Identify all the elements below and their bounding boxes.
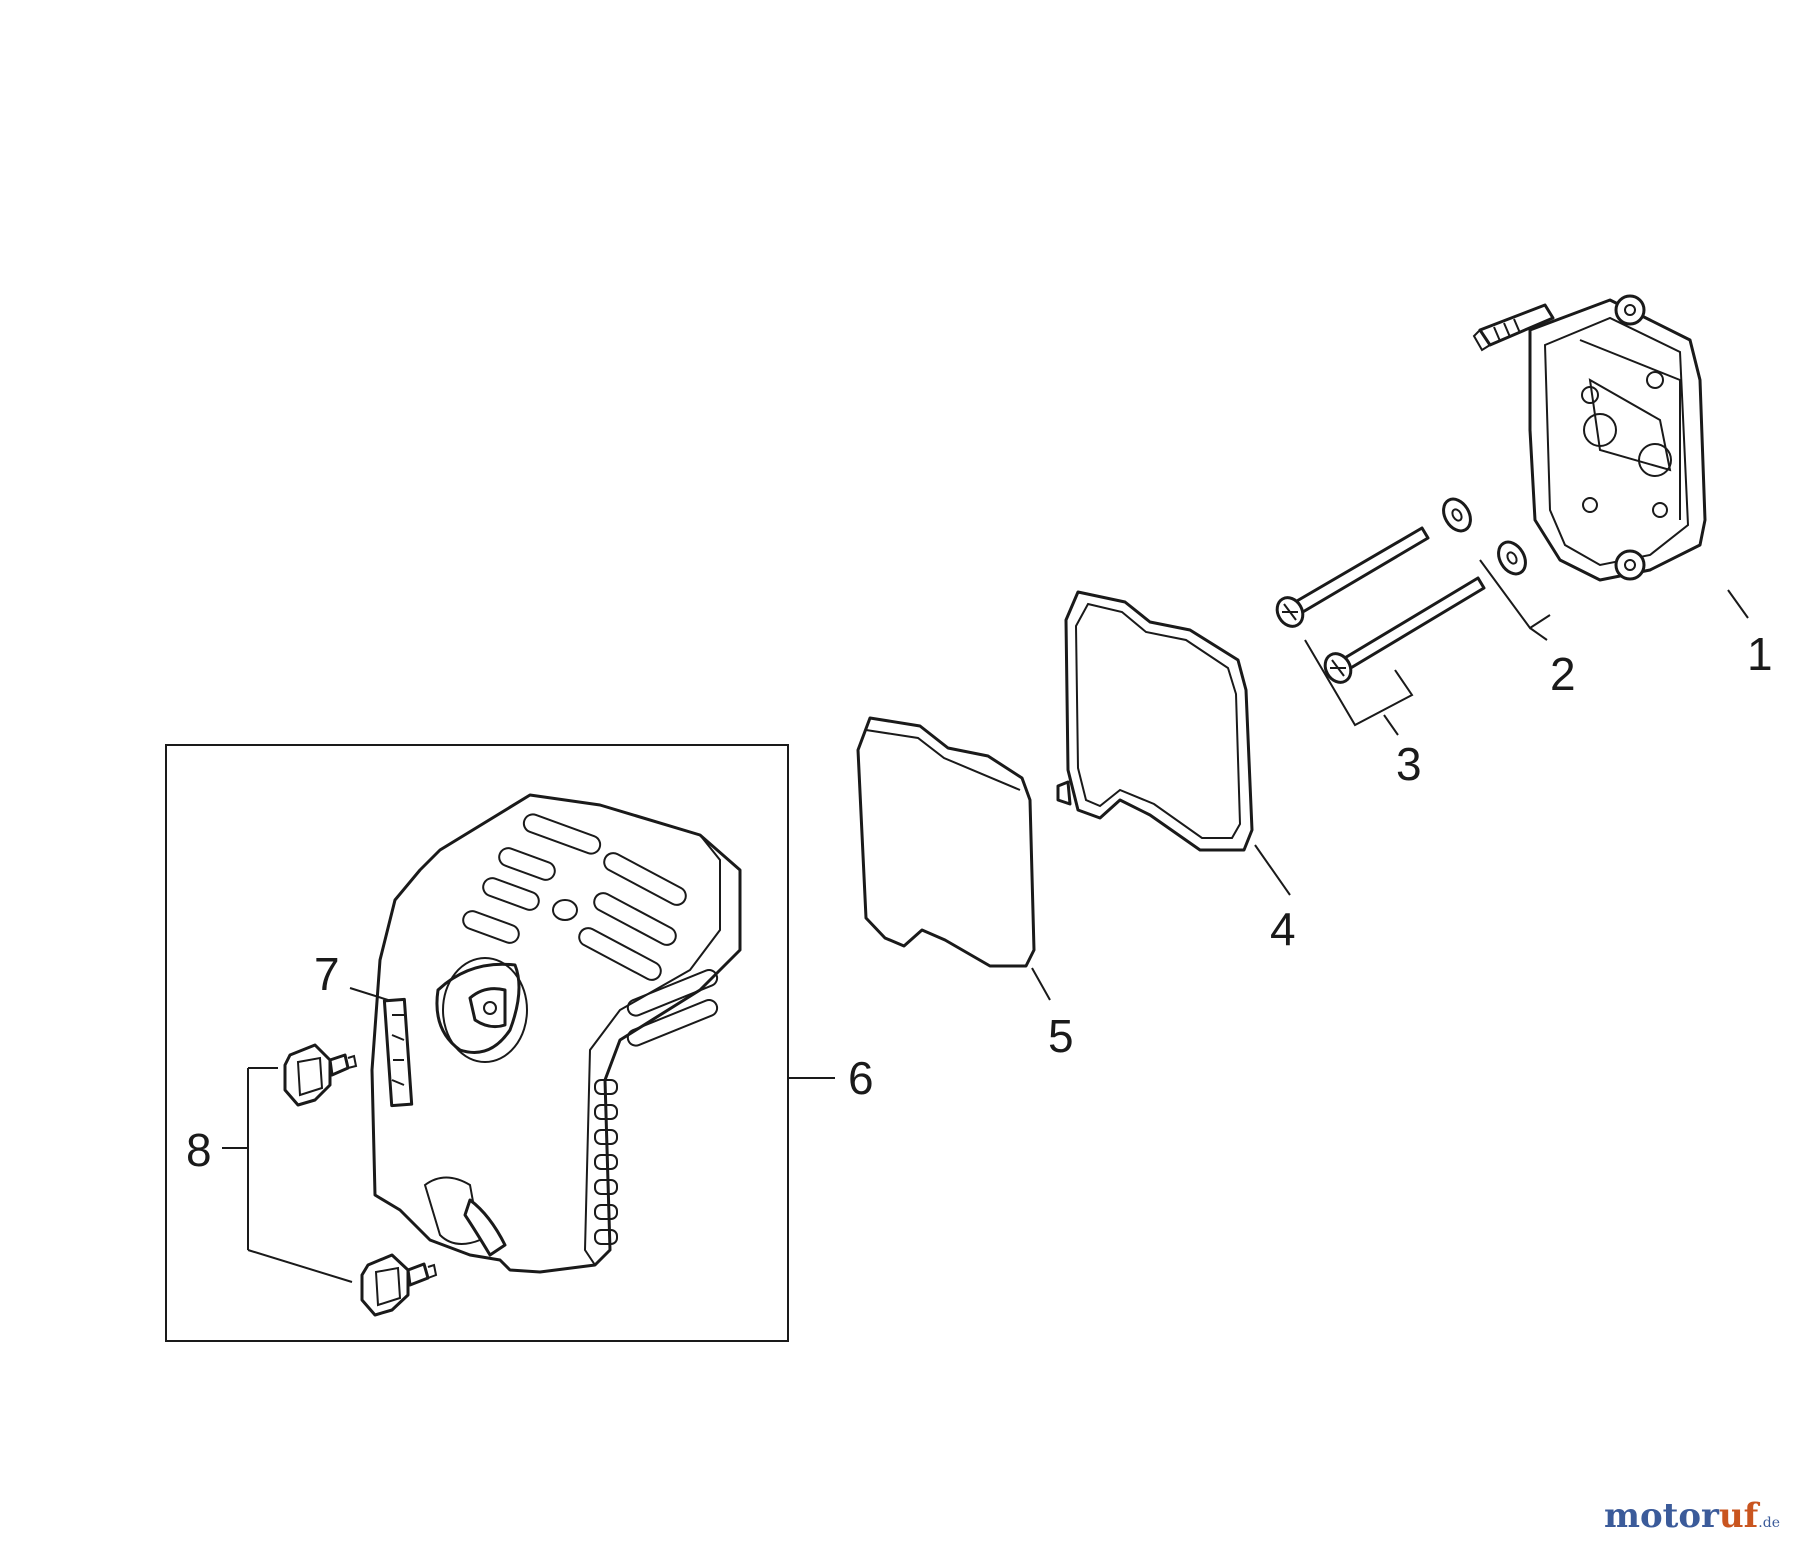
part-2-washers — [1442, 497, 1527, 576]
leader-1 — [1727, 589, 1749, 619]
part-8-knob-screws — [283, 1043, 438, 1317]
leader-5 — [1031, 967, 1051, 1001]
part-7-air-cleaner-cover — [370, 793, 742, 1274]
part-1-rocker-cover — [1472, 294, 1707, 582]
watermark-part-c: .de — [1758, 1515, 1780, 1531]
part-8-knob-lower — [360, 1253, 438, 1317]
callout-2: 2 — [1550, 648, 1576, 700]
watermark-part-a: motor — [1603, 1496, 1719, 1536]
callout-numbers: 1 2 3 4 5 6 7 8 — [186, 628, 1773, 1176]
leader-7 — [349, 987, 389, 1001]
leader-4 — [1254, 844, 1291, 896]
callout-1: 1 — [1747, 628, 1773, 680]
callout-4: 4 — [1270, 903, 1296, 955]
watermark-logo: motoruf.de — [1604, 1496, 1780, 1536]
part-3-bolts — [1275, 526, 1486, 684]
leader-3 — [1304, 639, 1414, 736]
callout-8: 8 — [186, 1124, 212, 1176]
callout-6: 6 — [848, 1052, 874, 1104]
part-5-filter-element — [856, 716, 1036, 968]
part-4-gasket — [1056, 590, 1254, 852]
leader-lines — [222, 559, 1749, 1283]
callout-5: 5 — [1048, 1010, 1074, 1062]
watermark-part-b: uf — [1718, 1496, 1759, 1536]
kit-box-part-6 — [165, 744, 789, 1342]
callout-7: 7 — [314, 948, 340, 1000]
part-8-knob-upper — [283, 1043, 358, 1107]
leader-2 — [1479, 559, 1551, 641]
leader-8 — [222, 1067, 353, 1283]
callout-3: 3 — [1396, 738, 1422, 790]
